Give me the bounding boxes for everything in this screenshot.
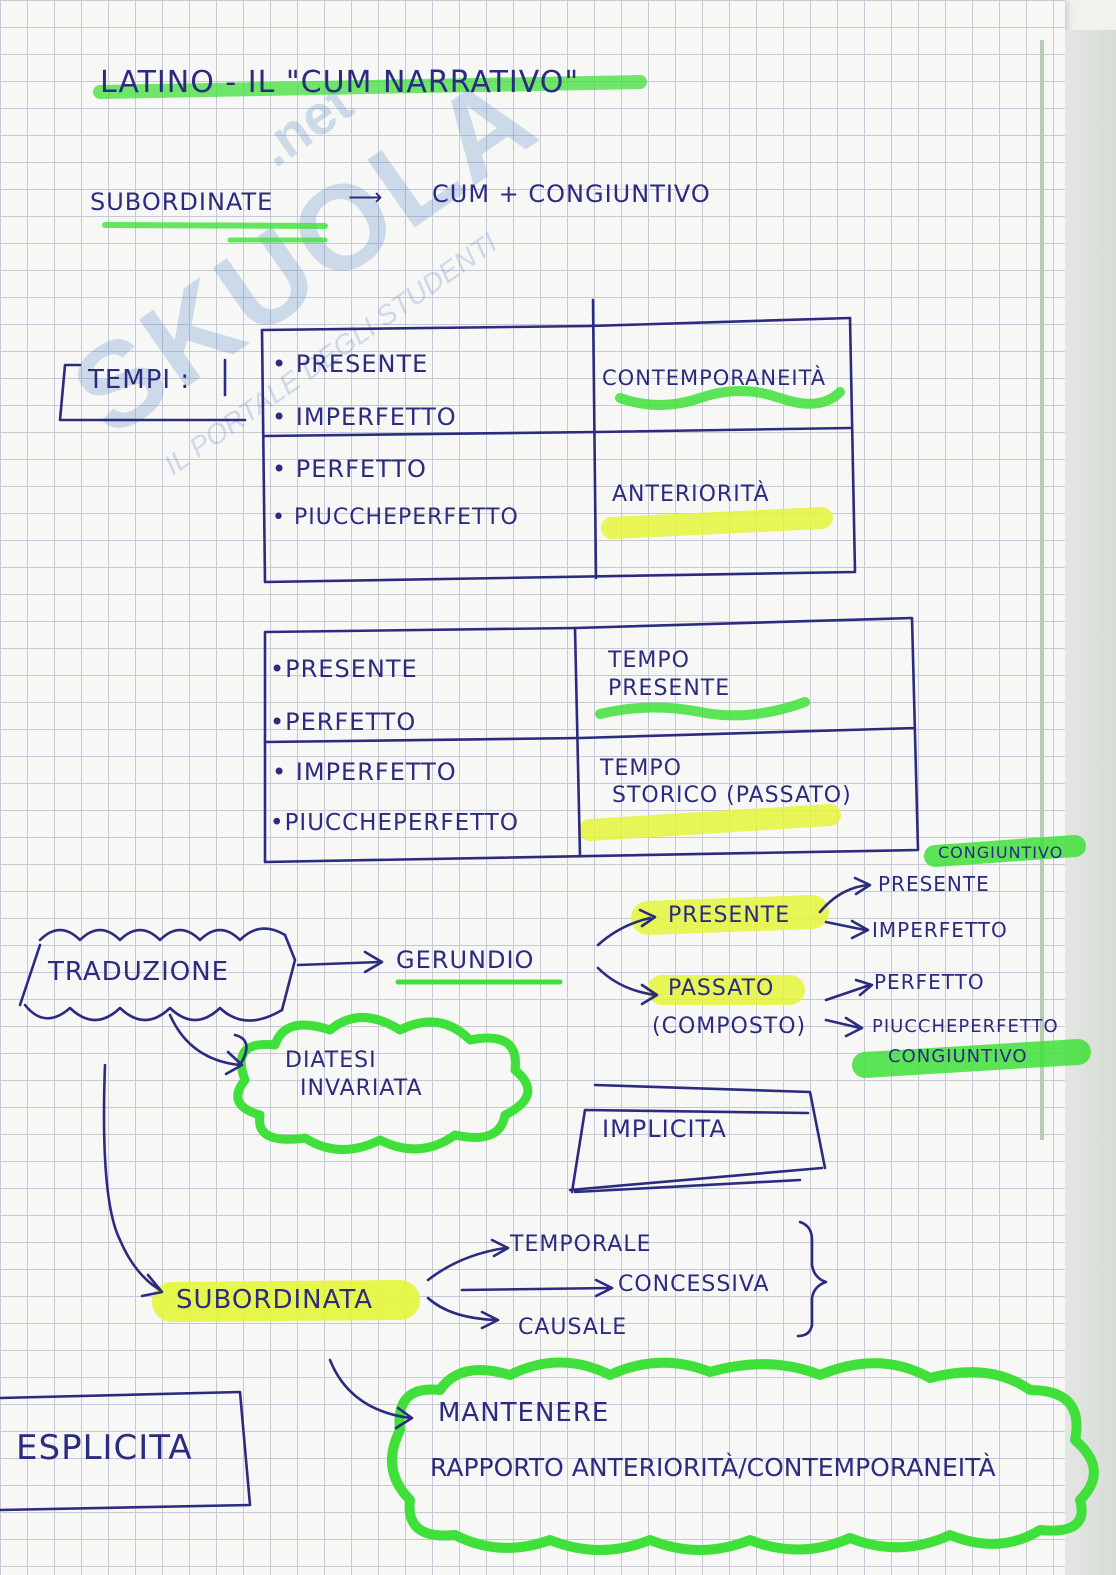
gerundio-presente: PRESENTE	[668, 903, 790, 928]
implicita-label: IMPLICITA	[602, 1115, 727, 1143]
page-title: LATINO - IL "CUM NARRATIVO"	[100, 65, 579, 100]
subordinata-causale: CAUSALE	[518, 1315, 627, 1340]
table2-row2-label-l2: STORICO (PASSATO)	[612, 783, 852, 808]
table2-row1-item2: •PERFETTO	[270, 708, 416, 736]
gerundio-passato-l1: PASSATO	[668, 976, 774, 1001]
table1-row1-item1: • PRESENTE	[272, 350, 428, 378]
table2-row1-item1: •PRESENTE	[270, 655, 418, 683]
congiuntivo-imperfetto: IMPERFETTO	[872, 918, 1008, 942]
table1-row2-label: ANTERIORITÀ	[612, 482, 770, 507]
table2-row1-label-l1: TEMPO	[608, 648, 690, 673]
table1-row2-item1: • PERFETTO	[272, 455, 427, 483]
intro-subordinate: SUBORDINATE	[90, 188, 273, 216]
gerundio-label: GERUNDIO	[396, 946, 534, 974]
table2-row1-label-l2: PRESENTE	[608, 676, 730, 701]
table1-row1-label: CONTEMPORANEITÀ	[602, 366, 826, 390]
congiuntivo-bottom-label: CONGIUNTIVO	[888, 1046, 1028, 1067]
subordinata-label: SUBORDINATA	[176, 1285, 373, 1315]
rapporto-label: RAPPORTO ANTERIORITÀ/CONTEMPORANEITÀ	[430, 1453, 996, 1482]
congiuntivo-top-label: CONGIUNTIVO	[938, 843, 1063, 862]
diatesi-label-l2: INVARIATA	[300, 1076, 423, 1101]
diatesi-label-l1: DIATESI	[285, 1048, 377, 1073]
esplicita-label: ESPLICITA	[16, 1428, 193, 1468]
table2-row2-item2: •PIUCCHEPERFETTO	[270, 810, 519, 836]
traduzione-label: TRADUZIONE	[48, 957, 229, 987]
table2-row2-item1: • IMPERFETTO	[272, 758, 457, 786]
congiuntivo-presente: PRESENTE	[878, 872, 990, 896]
subordinata-temporale: TEMPORALE	[510, 1232, 652, 1257]
table1-row1-item2: • IMPERFETTO	[272, 403, 457, 431]
table1-row2-item2: • PIUCCHEPERFETTO	[272, 505, 519, 530]
mantenere-label: MANTENERE	[438, 1398, 609, 1428]
congiuntivo-perfetto: PERFETTO	[874, 970, 985, 994]
intro-arrow-icon: ⟶	[348, 183, 383, 211]
tempi-label: TEMPI :	[88, 365, 190, 395]
gerundio-passato-l2: (COMPOSTO)	[652, 1014, 806, 1039]
intro-cum-congiuntivo: CUM + CONGIUNTIVO	[432, 180, 711, 208]
congiuntivo-piuccheperfetto: PIUCCHEPERFETTO	[872, 1016, 1059, 1037]
subordinata-concessiva: CONCESSIVA	[618, 1272, 770, 1297]
table2-row2-label-l1: TEMPO	[600, 756, 682, 781]
